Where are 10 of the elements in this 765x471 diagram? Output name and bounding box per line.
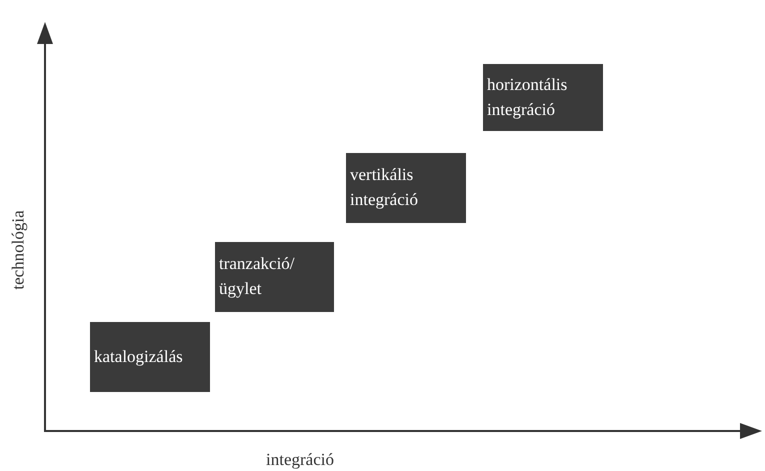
stage-label: katalogizálás	[94, 346, 183, 368]
y-axis-label: technológia	[8, 210, 28, 290]
stage-label: horizontális integráció	[487, 74, 568, 121]
stage-box	[483, 64, 603, 131]
stage-box	[90, 322, 210, 392]
stage-label: vertikális integráció	[350, 164, 419, 211]
stage-box	[215, 242, 334, 312]
x-axis-label: integráció	[266, 450, 334, 470]
stage-box	[346, 153, 466, 223]
stage-label: tranzakció/ ügylet	[219, 253, 296, 300]
